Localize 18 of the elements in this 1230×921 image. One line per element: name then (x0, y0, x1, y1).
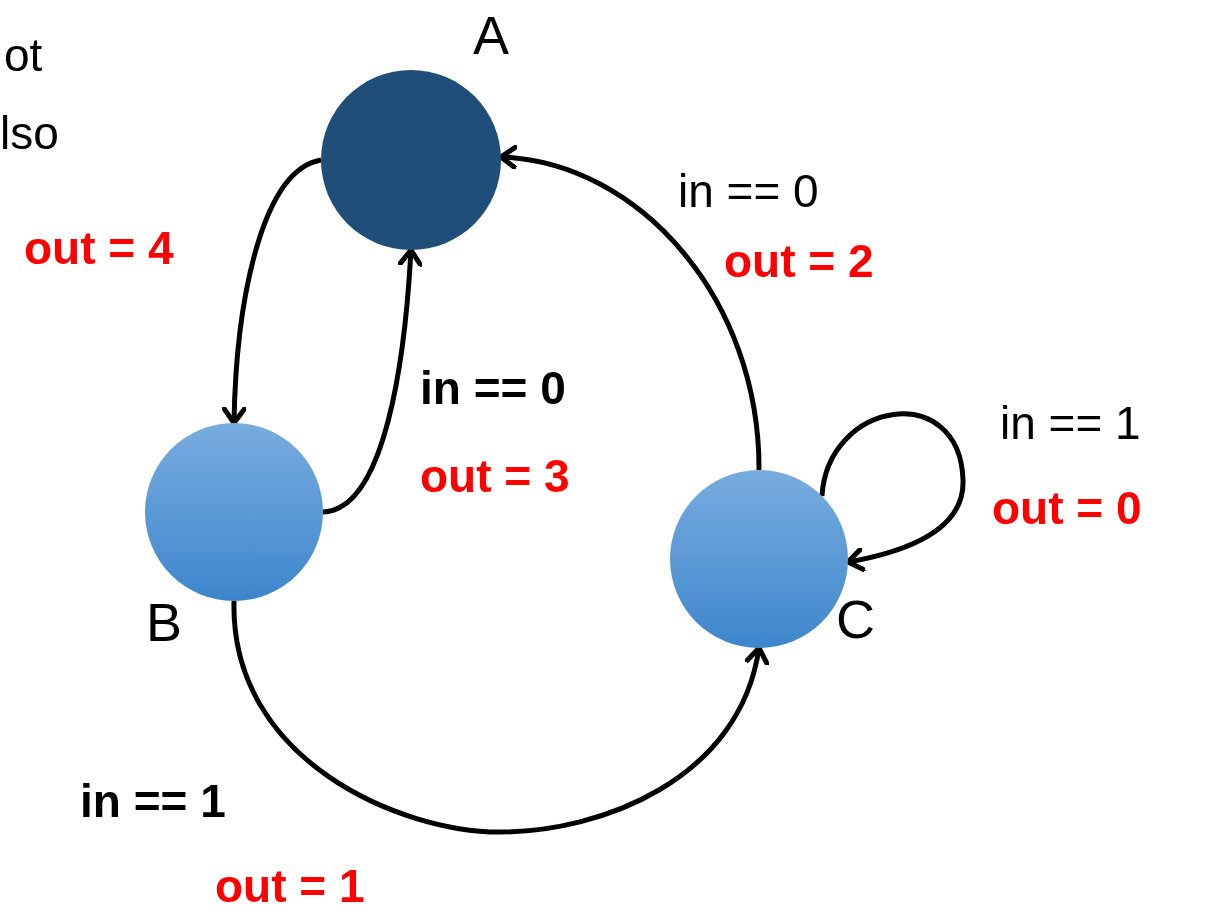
edge-label: in == 1 (80, 778, 226, 824)
transition-arrow (498, 146, 762, 471)
state-name: B (146, 595, 183, 649)
output-label: out = 2 (724, 238, 874, 284)
state-name: A (473, 8, 510, 62)
output-label: out = 4 (24, 225, 174, 271)
text-fragment: ot (4, 32, 43, 78)
output-label: out = 0 (992, 485, 1142, 531)
transition-arrow (231, 600, 769, 835)
text-fragment: lso (0, 110, 59, 156)
edge-label: in == 0 (420, 365, 566, 411)
state-name: C (836, 592, 875, 646)
transition-arrow (221, 157, 322, 426)
output-label: out = 1 (215, 863, 365, 909)
transition-arrow (819, 411, 966, 572)
edge-label: in == 0 (678, 168, 819, 214)
edge-label: in == 1 (1000, 400, 1141, 446)
output-label: out = 3 (420, 453, 570, 499)
